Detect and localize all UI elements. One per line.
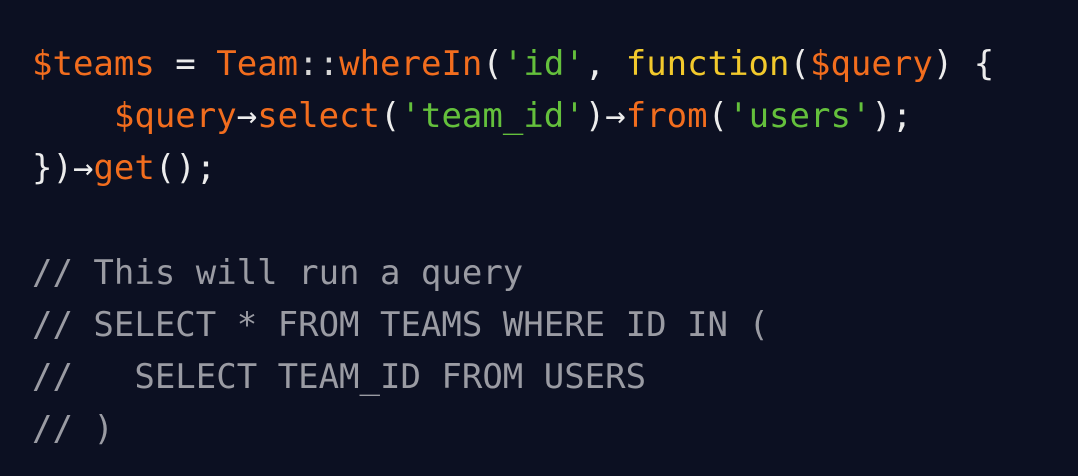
code-token-variable: $query xyxy=(809,44,933,84)
code-token-string: 'users' xyxy=(728,96,872,137)
code-token-class: Team xyxy=(216,44,299,84)
code-token-plain: ( xyxy=(482,44,503,84)
code-token-plain: ( xyxy=(789,44,810,84)
code-token-plain: ( xyxy=(707,96,729,137)
code-token-plain: ) xyxy=(584,96,606,137)
code-token-variable: $teams xyxy=(32,44,155,84)
code-token-comment: // SELECT * FROM TEAMS WHERE ID IN ( xyxy=(32,304,769,345)
code-line-8: // ) xyxy=(32,403,1078,455)
code-token-plain: (); xyxy=(154,148,217,189)
code-token-plain xyxy=(32,96,114,136)
code-token-plain: ) { xyxy=(932,44,995,84)
code-token-punctuation: :: xyxy=(298,44,340,84)
code-line-3: })→get(); xyxy=(32,142,1078,194)
code-token-method: select xyxy=(257,96,381,137)
code-line-1: $teams = Team::whereIn('id', function($q… xyxy=(32,38,1078,90)
code-token-plain: → xyxy=(236,96,258,137)
code-token-comment: // ) xyxy=(32,409,114,450)
code-token-keyword: function xyxy=(625,44,790,84)
code-line-7: // SELECT TEAM_ID FROM USERS xyxy=(32,351,1078,403)
code-token-string: 'team_id' xyxy=(400,96,585,137)
code-token-method: get xyxy=(93,148,155,189)
code-line-4 xyxy=(32,195,1078,247)
code-token-comment: // SELECT TEAM_ID FROM USERS xyxy=(32,357,647,398)
code-line-5: // This will run a query xyxy=(32,247,1078,299)
code-token-plain: ( xyxy=(380,96,401,137)
code-token-plain: }) xyxy=(32,148,73,189)
code-token-method: from xyxy=(625,96,708,137)
code-line-2: $query→select('team_id')→from('users'); xyxy=(32,90,1078,142)
code-token-plain: → xyxy=(72,148,94,189)
code-token-comment: // This will run a query xyxy=(32,252,524,293)
code-token-variable: $query xyxy=(113,96,237,137)
code-token-plain: → xyxy=(605,96,626,137)
code-token-plain: ); xyxy=(871,96,913,137)
code-token-plain: , xyxy=(584,44,626,84)
code-token-method: whereIn xyxy=(339,44,483,84)
code-line-6: // SELECT * FROM TEAMS WHERE ID IN ( xyxy=(32,299,1078,351)
code-token-plain: = xyxy=(154,44,217,84)
code-token-string: 'id' xyxy=(502,44,585,84)
